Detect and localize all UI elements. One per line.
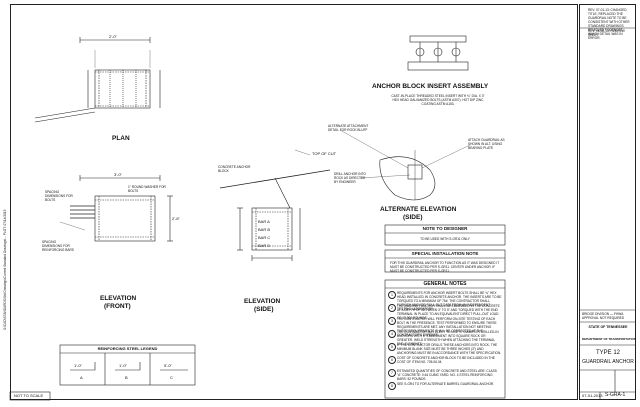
general-note-text: COST OF CONCRETE ANCHOR BLOCK TO BE INCL… bbox=[397, 356, 495, 364]
rebar-legend-col: C bbox=[170, 375, 173, 380]
front-height-dimension: 2'-6" bbox=[172, 216, 180, 221]
front-width-dimension: 3'-0" bbox=[114, 172, 122, 177]
rebar-legend-box bbox=[59, 344, 196, 386]
insert-title: ANCHOR BLOCK INSERT ASSEMBLY bbox=[372, 83, 489, 90]
general-note-text: THE CONTRACTOR WILL PERFORM ON-SITE TEST… bbox=[397, 317, 497, 337]
bar-label: BAR C bbox=[258, 235, 271, 240]
attach-guardrail-label: ATTACH GUARDRAIL AS SHOWN IN ALT. USING … bbox=[468, 138, 505, 150]
front-elevation bbox=[59, 175, 173, 242]
drawing-date: 07-01-2013 bbox=[582, 393, 603, 398]
spacing-label: SPACING DIMENSIONS FOR BOLTS bbox=[45, 190, 73, 202]
alt-elev-title: ALTERNATE ELEVATION bbox=[380, 206, 457, 213]
insert-assembly bbox=[407, 35, 469, 71]
general-note-number: 1 bbox=[388, 291, 396, 299]
general-note-text: SEE S-GR4 TO FOR ALTERNATE BARREL GUARDR… bbox=[397, 382, 495, 386]
rebar-legend-dim: 1'-0" bbox=[119, 363, 127, 368]
insert-description: CAST-IN-PLACE THREADED STEEL INSERT WITH… bbox=[391, 94, 485, 106]
revision-2: REV. 06-30-13: REDREW SHEET. bbox=[588, 29, 625, 37]
bar-label: BAR D bbox=[258, 243, 271, 248]
sheet-number: S-GRA-1 bbox=[605, 392, 626, 398]
drill-anchor-label: DRILL ANCHOR INTO ROCK AS DIRECTED BY EN… bbox=[334, 172, 366, 184]
rebar-spacing-label: SPACING DIMENSIONS FOR REINFORCING BARS bbox=[42, 240, 74, 252]
general-note-number: 2 bbox=[388, 304, 396, 312]
rebar-legend-col: B bbox=[125, 375, 128, 380]
drawing-border bbox=[10, 4, 578, 400]
general-note-text: THE CONTRACTOR MAY ELECT TO USE ¾" DIAME… bbox=[397, 330, 499, 346]
general-note-number: 3 bbox=[388, 317, 396, 325]
not-to-scale: NOT TO SCALE bbox=[14, 393, 44, 398]
title-block bbox=[579, 4, 636, 400]
general-note-text: IF THE CONTRACTOR DRILLS THESE ANCHORS I… bbox=[397, 343, 502, 355]
special-note-text: FOR THIS GUARDRAIL ANCHOR TO FUNCTION AS… bbox=[390, 261, 500, 273]
rebar-legend-dim: 5'-0" bbox=[164, 363, 172, 368]
general-note-number: 7 bbox=[388, 369, 396, 377]
concrete-block-label: CONCRETE ANCHOR BLOCK bbox=[218, 165, 251, 173]
side-elevation bbox=[219, 149, 331, 261]
side-elev-subtitle: (SIDE) bbox=[254, 306, 274, 313]
top-of-cut-label: TOP OF CUT bbox=[312, 151, 337, 156]
general-note-number: 6 bbox=[388, 356, 396, 364]
special-note-title: SPECIAL INSTALLATION NOTE bbox=[411, 251, 479, 256]
front-elev-title: ELEVATION bbox=[100, 295, 137, 302]
rebar-legend-title: REINFORCING STEEL LEGEND bbox=[97, 346, 158, 351]
state-name: STATE OF TENNESSEE bbox=[588, 325, 628, 329]
note-to-designer-text: TO BE USED WITH S-GR11 ONLY bbox=[420, 237, 470, 241]
rebar-legend-dim: 1'-0" bbox=[74, 363, 82, 368]
drawing-type: TYPE 12 bbox=[595, 350, 620, 356]
special-note-box bbox=[384, 249, 506, 273]
alt-elev-subtitle: (SIDE) bbox=[403, 214, 423, 221]
plan-view bbox=[34, 37, 161, 123]
note-to-designer-title: NOTE TO DESIGNER bbox=[422, 226, 468, 231]
general-note-text: ESTIMATED QUANTITIES OF CONCRETE AND STE… bbox=[397, 369, 497, 381]
side-elev-title: ELEVATION bbox=[244, 298, 281, 305]
general-note-number: 5 bbox=[388, 343, 396, 351]
bar-label: BAR B bbox=[258, 227, 271, 232]
plan-dimension: 2'-0" bbox=[109, 34, 117, 39]
alt-attach-label: ALTERNATE ATTACHMENT DETAIL FOR ROCK BLU… bbox=[328, 124, 369, 132]
general-note-text: THE MASONRY ANCHOR SHALL BE EMBEDDED IN … bbox=[397, 304, 500, 320]
rebar-legend-col: A bbox=[80, 375, 83, 380]
general-note-text: REQUIREMENTS FOR ANCHOR INSERT BOLTS SHA… bbox=[397, 291, 502, 311]
revision-1: REV. 07-01-13: CHANGED TITLE, REPLACED T… bbox=[588, 8, 630, 40]
drawing-name: GUARDRAIL ANCHOR bbox=[582, 359, 634, 365]
department-name: DEPARTMENT OF TRANSPORTATION bbox=[582, 337, 636, 341]
general-note-number: 8 bbox=[388, 382, 396, 390]
plan-title: PLAN bbox=[112, 135, 130, 142]
general-notes-title: GENERAL NOTES bbox=[423, 281, 467, 287]
bar-label: BAR A bbox=[258, 219, 270, 224]
washer-label: 1" ROUND WASHER FOR BOLTS bbox=[128, 185, 166, 193]
general-note-number: 4 bbox=[388, 330, 396, 338]
alternate-elevation bbox=[339, 129, 471, 201]
front-elev-subtitle: (FRONT) bbox=[104, 303, 131, 310]
note-to-designer-box bbox=[384, 224, 506, 246]
approval-note: BRIDGE DIVISION — FHWA APPROVAL NOT REQU… bbox=[582, 312, 625, 320]
general-notes-box bbox=[384, 279, 506, 399]
